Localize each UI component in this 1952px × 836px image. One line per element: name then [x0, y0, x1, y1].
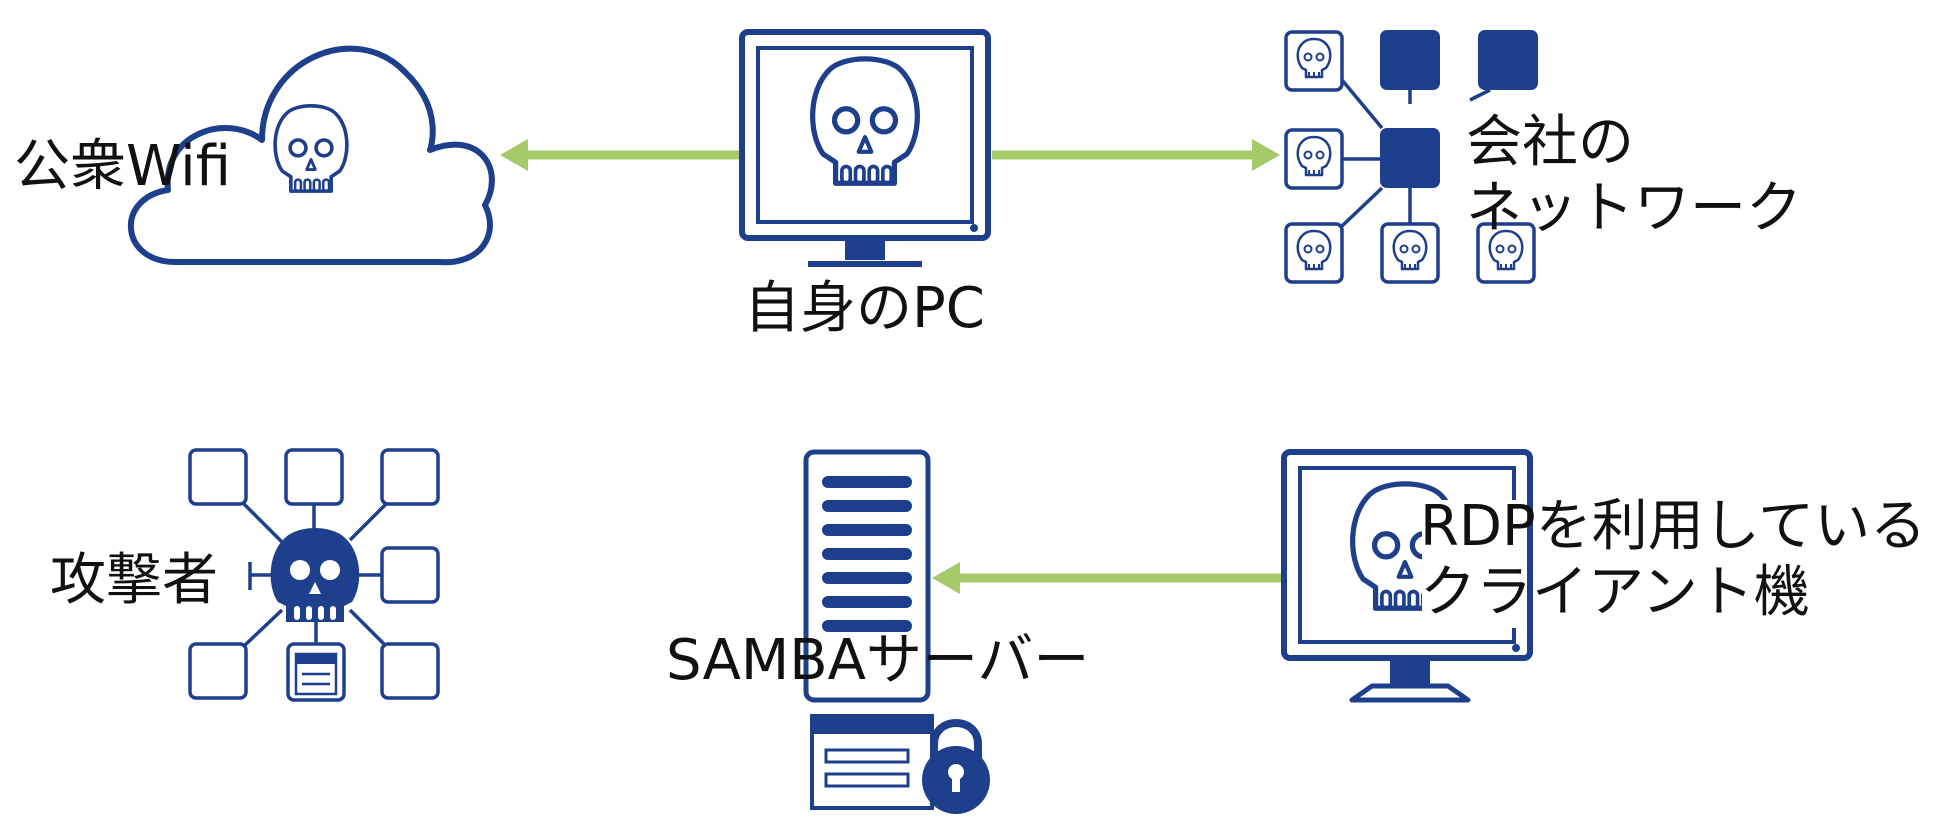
- monitor-skull-icon: [739, 29, 991, 267]
- arrow-rdp_client-to-samba_server: [932, 562, 1282, 594]
- arrow-own_pc-to-company_network: [992, 139, 1280, 171]
- samba-server-label: SAMBAサーバー: [666, 628, 1090, 693]
- network-node-skull-icon: [1296, 37, 1332, 79]
- nodes-layer: [128, 29, 1538, 814]
- company-network-label-line-1: 会社の: [1466, 110, 1634, 175]
- monitor-skull-icon: [1281, 449, 1533, 703]
- cloud-skull-icon: [128, 45, 495, 266]
- rdp-client-label-line-1: RDPを利用している: [1420, 494, 1927, 559]
- own-pc-label: 自身のPC: [744, 276, 985, 341]
- public-wifi-label: 公衆Wifi: [14, 134, 231, 199]
- network-skull-icon: [1284, 30, 1538, 284]
- network-node-skull-icon: [1296, 135, 1332, 177]
- arrow-own_pc-to-public_wifi: [500, 139, 740, 171]
- monitor-skull-icon: [813, 59, 918, 183]
- attacker-hub-icon: [188, 448, 440, 702]
- network-node-skull-icon: [1392, 229, 1428, 271]
- cloud-skull-icon: [273, 104, 349, 193]
- rdp-client-label-line-2: クライアント機: [1420, 560, 1810, 625]
- server-lock-icon: [803, 449, 990, 814]
- rdp-client-label: RDPを利用している クライアント機: [1420, 494, 1926, 626]
- attacker-label: 攻撃者: [50, 548, 218, 613]
- network-node-skull-icon: [1296, 229, 1332, 271]
- company-network-label-line-2: ネットワーク: [1466, 176, 1802, 241]
- company-network-label: 会社の ネットワーク: [1466, 110, 1802, 242]
- edges-layer: [500, 139, 1282, 594]
